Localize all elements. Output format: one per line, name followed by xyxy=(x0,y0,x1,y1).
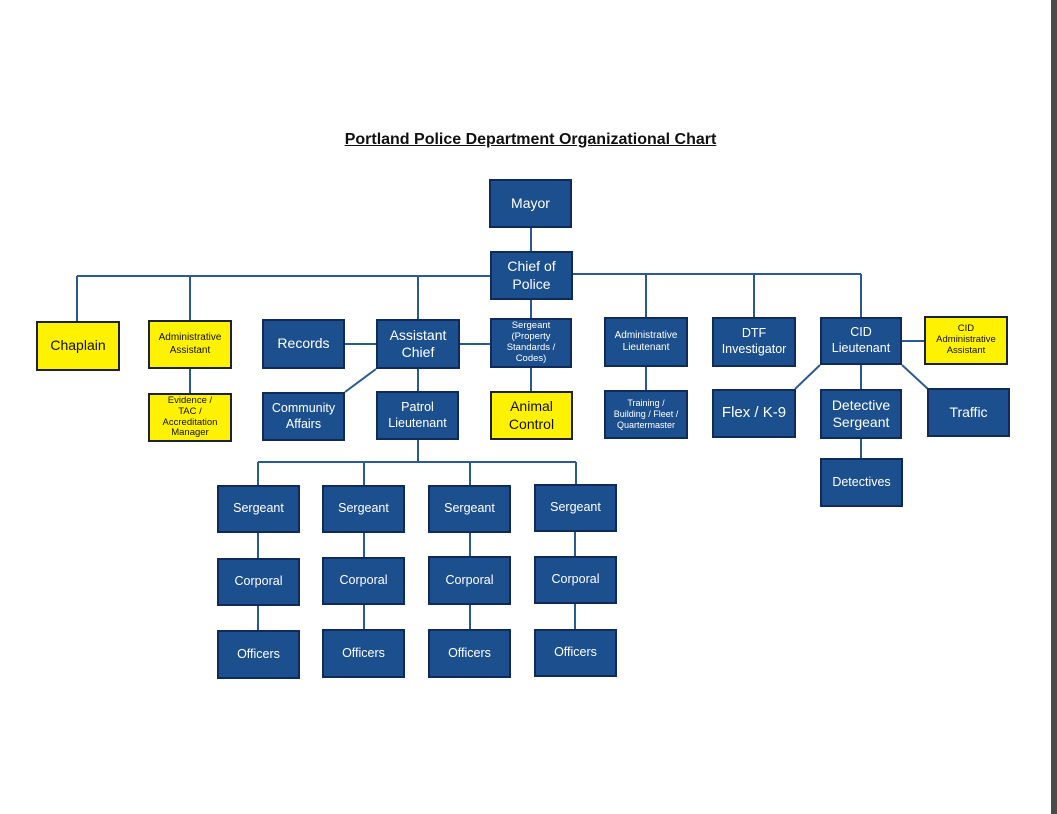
detective-sergeant-box: Detective Sergeant xyxy=(820,389,902,439)
chart-title: Portland Police Department Organizationa… xyxy=(344,131,717,148)
patrol-corporal-box: Corporal xyxy=(217,558,300,606)
patrol-officers-box: Officers xyxy=(322,629,405,678)
mayor-box: Mayor xyxy=(489,179,572,228)
community-affairs-box: Community Affairs xyxy=(262,392,345,441)
records-box: Records xyxy=(262,319,345,369)
assistant-chief-box: Assistant Chief xyxy=(376,319,460,369)
patrol-sergeant-box: Sergeant xyxy=(428,485,511,533)
administrative-assistant-box: Administrative Assistant xyxy=(148,320,232,369)
patrol-officers-box: Officers xyxy=(534,629,617,677)
patrol-corporal-box: Corporal xyxy=(534,556,617,604)
cid-administrative-assistant-box: CID Administrative Assistant xyxy=(924,316,1008,365)
patrol-officers-box: Officers xyxy=(217,630,300,679)
evidence-tac-accreditation-box: Evidence / TAC / Accreditation Manager xyxy=(148,393,232,442)
chaplain-box: Chaplain xyxy=(36,321,120,371)
patrol-corporal-box: Corporal xyxy=(428,556,511,605)
flex-k9-box: Flex / K-9 xyxy=(712,389,796,438)
patrol-sergeant-box: Sergeant xyxy=(217,485,300,533)
patrol-lieutenant-box: Patrol Lieutenant xyxy=(376,391,459,440)
training-building-fleet-box: Training / Building / Fleet / Quartermas… xyxy=(604,390,688,439)
patrol-sergeant-box: Sergeant xyxy=(322,485,405,533)
page-edge xyxy=(1051,0,1057,814)
sergeant-property-standards-box: Sergeant (Property Standards / Codes) xyxy=(490,318,572,368)
traffic-box: Traffic xyxy=(927,388,1010,437)
cid-lieutenant-box: CID Lieutenant xyxy=(820,317,902,365)
dtf-investigator-box: DTF Investigator xyxy=(712,317,796,367)
administrative-lieutenant-box: Administrative Lieutenant xyxy=(604,317,688,367)
patrol-sergeant-box: Sergeant xyxy=(534,484,617,532)
patrol-corporal-box: Corporal xyxy=(322,557,405,605)
chief-of-police-box: Chief of Police xyxy=(490,251,573,300)
patrol-officers-box: Officers xyxy=(428,629,511,678)
animal-control-box: Animal Control xyxy=(490,391,573,440)
detectives-box: Detectives xyxy=(820,458,903,507)
